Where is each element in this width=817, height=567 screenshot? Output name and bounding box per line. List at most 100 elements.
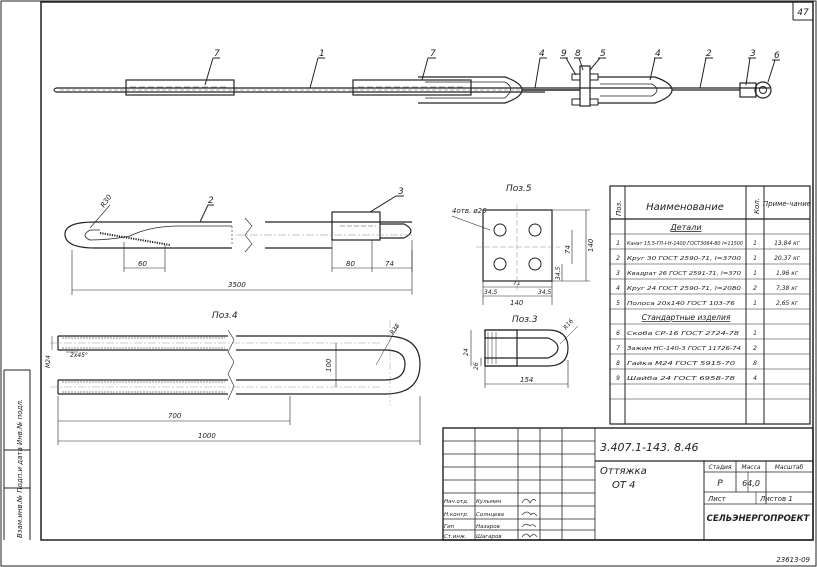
row2-note: 20,37 кг — [774, 255, 801, 262]
side-stamp: Взам.инв.№ Подп.и дата Инв.№ подл. — [16, 399, 24, 538]
row7-pos: 7 — [616, 345, 620, 352]
pos5-dim-34-5h2: 34,5 — [538, 289, 552, 296]
sig-name-4: Шагаров — [476, 534, 502, 540]
callout-pos2: 2 — [208, 196, 214, 206]
row1-note: 13,84 кг — [774, 240, 801, 247]
sheet-number: 47 — [797, 8, 809, 18]
pos4-dim-1000: 1000 — [198, 432, 216, 440]
pos3-dim-154: 154 — [520, 376, 533, 384]
title-block: 3.407.1-143. 8.46 Оттяжка ОТ 4 Стадия Ма… — [442, 427, 814, 541]
row1-name: Канат 15,5-ГЛ-I-Н-1400 ГОСТ3064-80 l=115… — [627, 241, 743, 247]
row5-pos: 5 — [616, 300, 620, 307]
pos3-dim-26: 26 — [473, 362, 480, 370]
callout-7a: 7 — [214, 49, 220, 59]
pos5-plate-detail: Поз.5 4отв. ø26 74 140 34,5 34,5 71 34,5… — [451, 184, 595, 307]
row3-name: Квадрат 26 ГОСТ 2591-71, l=370 — [627, 271, 742, 277]
row6-name: Скоба СР-16 ГОСТ 2724-78 — [627, 331, 740, 337]
section-parts: Детали — [669, 223, 701, 232]
header-qty: Кол. — [753, 198, 761, 214]
callout-3: 3 — [750, 49, 756, 59]
callout-2: 2 — [706, 49, 712, 59]
row8-pos: 8 — [616, 360, 620, 367]
pos5-dim-34-5h: 34,5 — [484, 289, 498, 296]
scale-header: Масштаб — [775, 464, 804, 471]
row2-pos: 2 — [616, 255, 620, 262]
callout-1: 1 — [319, 49, 325, 59]
pos3-title: Поз.3 — [512, 315, 538, 325]
pos3-dim-80: 80 — [346, 260, 355, 268]
row1-qty: 1 — [753, 240, 757, 247]
signature-scribbles — [521, 498, 538, 538]
pos3-square-detail: Поз.3 R16 24 26 154 — [463, 315, 579, 388]
row5-name: Полоса 20х140 ГОСТ 103-76 — [627, 301, 736, 307]
inner-frame — [40, 1, 814, 541]
sheets-label: Листов 1 — [759, 495, 793, 503]
bottom-code: 23613-09 — [776, 556, 810, 564]
row5-qty: 1 — [753, 300, 757, 307]
pos5-dim-34-5v: 34,5 — [555, 266, 562, 280]
mass-header: Масса — [741, 464, 760, 471]
pos2-rod-detail: R30 2 3 60 80 74 3500 — [64, 187, 413, 295]
row6-qty: 1 — [753, 330, 757, 337]
callout-6: 6 — [774, 51, 780, 61]
callout-9: 9 — [561, 49, 567, 59]
pos3-radius: R16 — [562, 318, 575, 332]
pos5-dim-74: 74 — [564, 245, 572, 254]
pos2-radius: R30 — [99, 193, 114, 209]
row7-qty: 2 — [753, 345, 757, 352]
doc-designation: 3.407.1-143. 8.46 — [600, 441, 698, 454]
row9-qty: 4 — [753, 375, 757, 382]
row5-note: 2,65 кг — [776, 300, 799, 307]
callout-pos3-detail: 3 — [398, 187, 404, 197]
pos5-dim-71h: 71 — [513, 280, 521, 287]
plate-pos5 — [579, 65, 591, 107]
section-standard: Стандартные изделия — [642, 313, 731, 322]
top-assembly: 7 1 7 4 9 8 5 4 2 3 6 — [53, 49, 780, 107]
mass-value: 64,0 — [742, 479, 760, 488]
pos5-dim-140v: 140 — [587, 238, 595, 252]
callout-7b: 7 — [430, 49, 436, 59]
pos4-chamfer: 2x45° — [70, 352, 88, 359]
callout-5: 5 — [600, 49, 606, 59]
doc-subtitle: ОТ 4 — [612, 480, 636, 491]
pos4-thread: M24 — [45, 355, 52, 368]
row1-pos: 1 — [616, 240, 620, 247]
header-pos: Поз. — [615, 201, 623, 217]
pos5-dim-140h: 140 — [510, 299, 524, 307]
sheet-label: Лист — [707, 495, 727, 503]
callout-8: 8 — [575, 49, 581, 59]
callout-4a: 4 — [539, 49, 545, 59]
row2-qty: 1 — [753, 255, 757, 262]
row9-name: Шайба 24 ГОСТ 6958-78 — [627, 376, 736, 382]
row2-name: Круг 30 ГОСТ 2590-71, l=3700 — [627, 256, 742, 262]
doc-title: Оттяжка — [600, 466, 647, 477]
pos5-title: Поз.5 — [506, 184, 532, 194]
header-note: Приме-чание — [763, 200, 811, 208]
sig-role-3: Гип — [444, 524, 455, 530]
row4-note: 7,38 кг — [776, 285, 799, 292]
row3-note: 1,96 кг — [776, 270, 799, 277]
row7-name: Зажим НС-140-3 ГОСТ 11726-74 — [627, 346, 742, 352]
header-name: Наименование — [646, 202, 724, 213]
clamp-7-right — [352, 79, 472, 96]
stage-value: Р — [717, 479, 723, 489]
row4-pos: 4 — [616, 285, 620, 292]
row8-name: Гайка М24 ГОСТ 5915-70 — [627, 361, 736, 367]
sig-role-1: Нач.отд. — [444, 499, 469, 505]
pos2-dim-60: 60 — [138, 260, 147, 268]
row6-pos: 6 — [616, 330, 620, 337]
pos4-title: Поз.4 — [212, 311, 238, 321]
row9-pos: 9 — [616, 375, 620, 382]
row3-pos: 3 — [616, 270, 620, 277]
row8-qty: 8 — [753, 360, 757, 367]
clamp-7-left — [125, 79, 235, 96]
sig-name-1: Кульмин — [476, 499, 502, 505]
shackle-pos6 — [754, 81, 772, 99]
sig-name-3: Назаров — [476, 524, 500, 530]
table-row-lines — [610, 233, 810, 400]
row4-qty: 2 — [753, 285, 757, 292]
stage-header: Стадия — [708, 464, 731, 471]
pos3-dim-74: 74 — [385, 260, 394, 268]
